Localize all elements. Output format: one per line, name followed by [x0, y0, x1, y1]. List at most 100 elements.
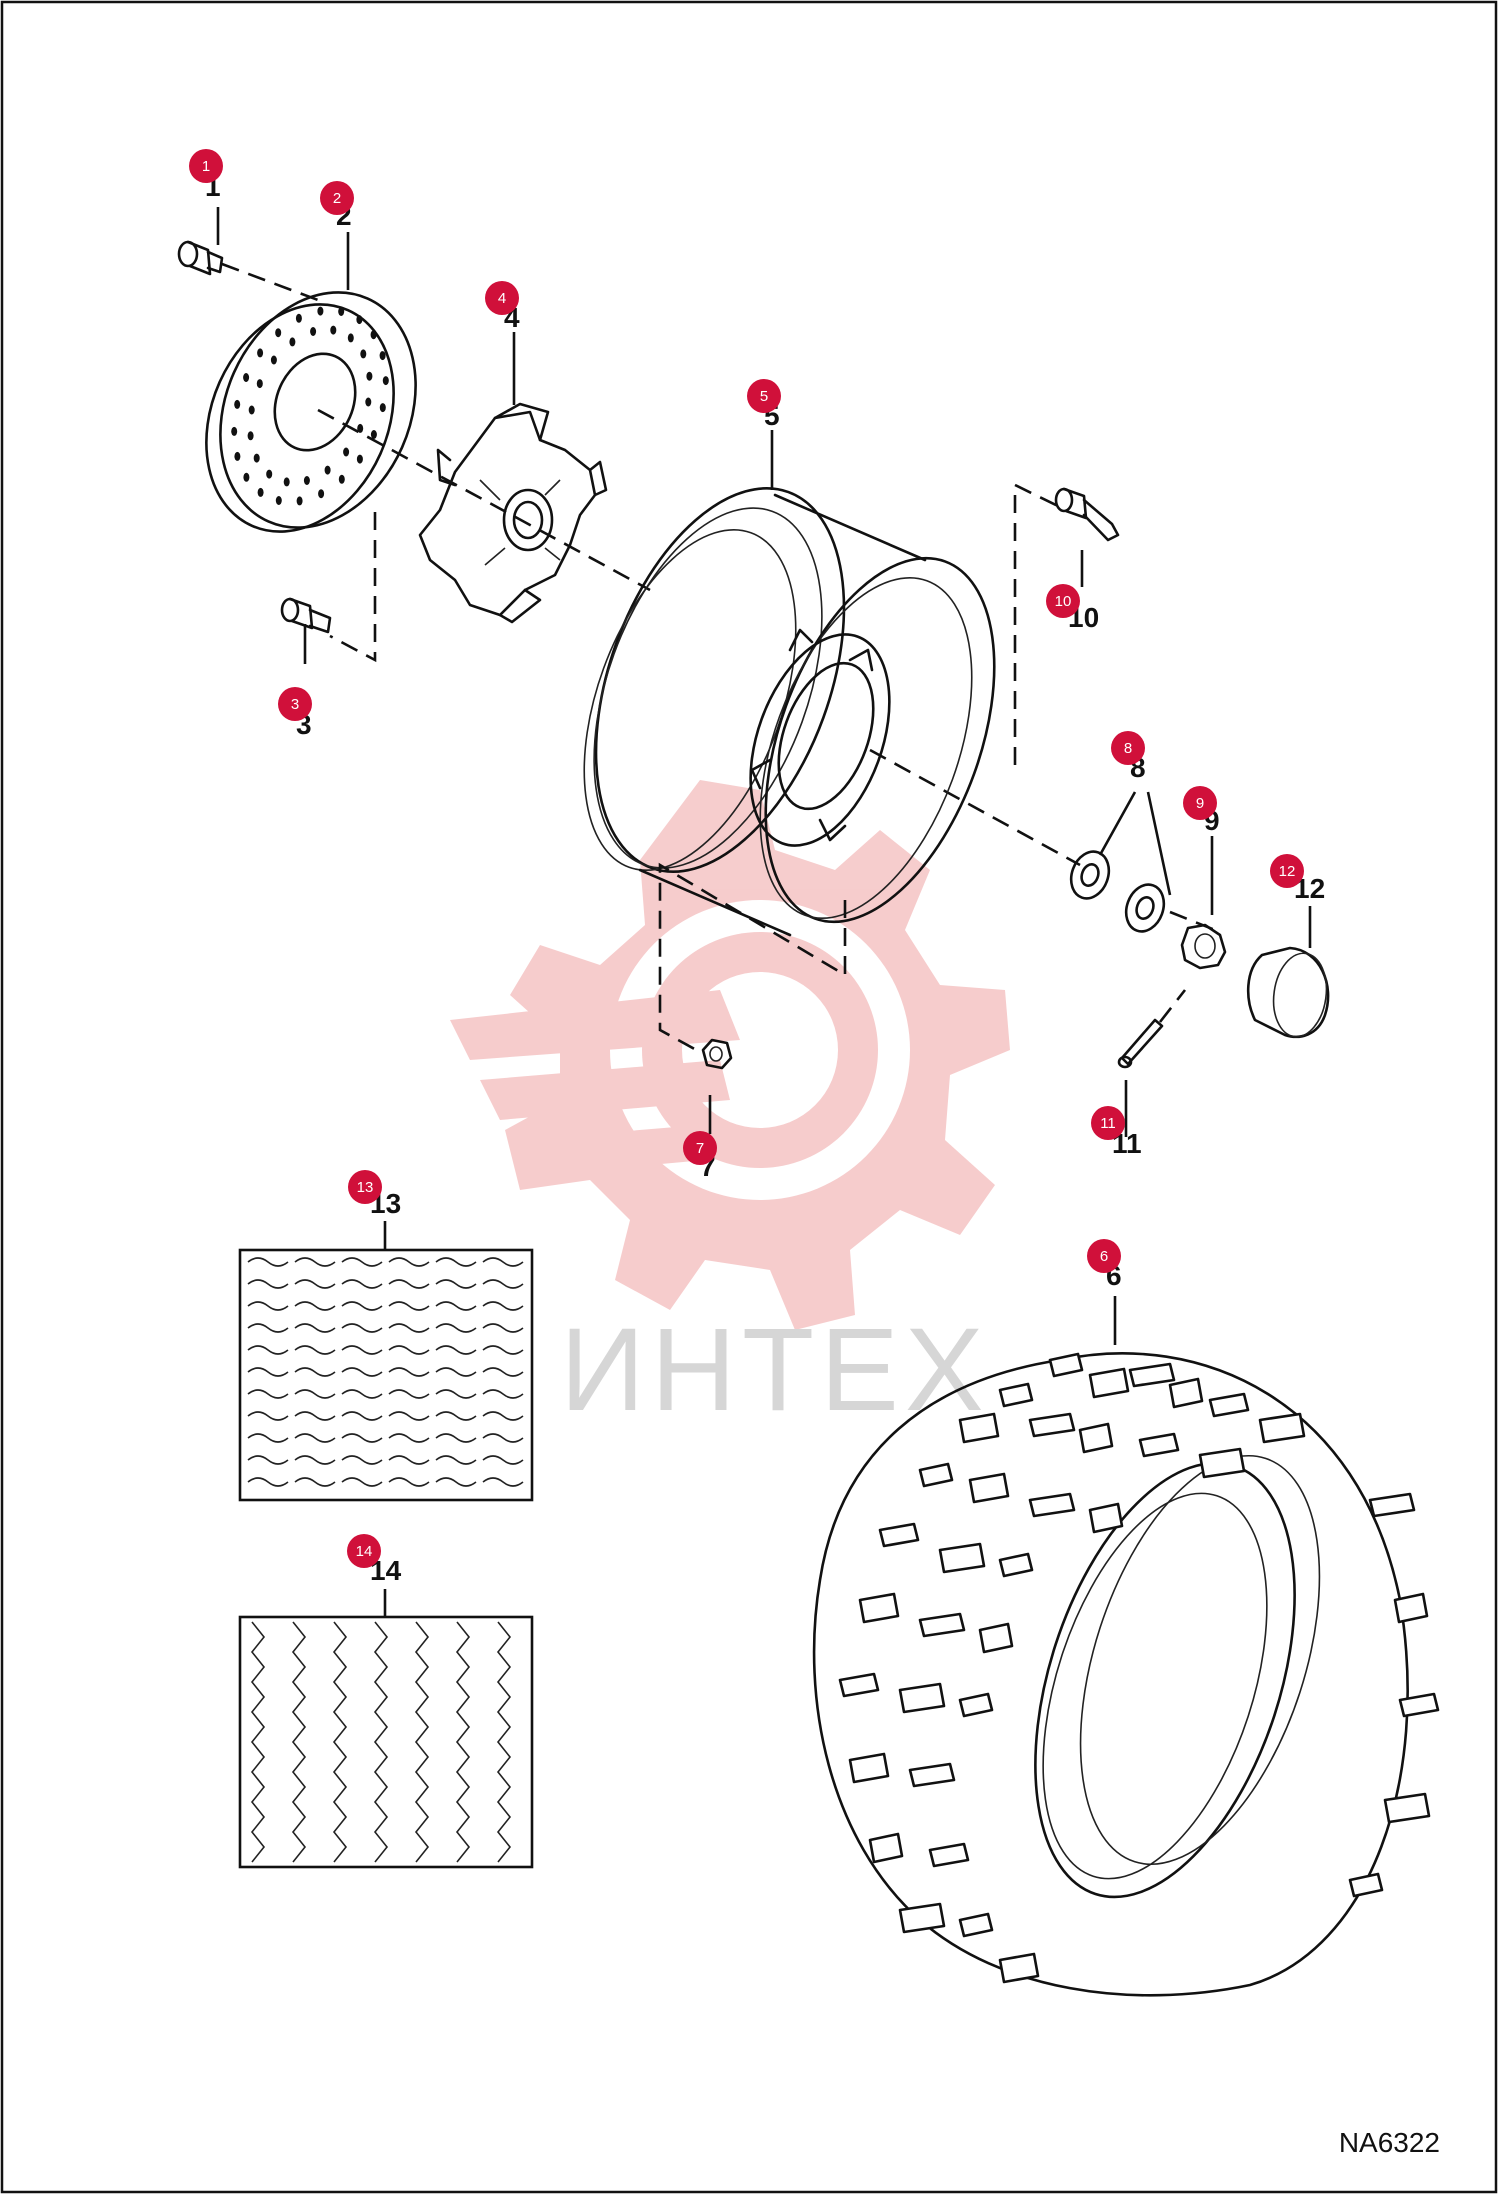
tread-mark	[435, 1455, 477, 1465]
tire-lug	[1128, 1362, 1176, 1388]
disc-hole	[275, 496, 282, 505]
callout-badge-text-10: 10	[1055, 593, 1072, 610]
tread-mark	[341, 1455, 383, 1465]
callout-badge-1	[189, 149, 223, 183]
callout-4[interactable]: 4 4	[485, 281, 520, 333]
callout-badge-text-9: 9	[1196, 795, 1204, 812]
tread-mark	[435, 1389, 477, 1399]
callout-13[interactable]: 13 13	[348, 1170, 401, 1219]
tread-mark	[388, 1433, 430, 1443]
disc-hole	[256, 379, 263, 389]
tire-lug	[918, 1612, 966, 1638]
part-8-washers	[1069, 850, 1166, 933]
tread-mark	[388, 1345, 430, 1355]
callout-12[interactable]: 12 12	[1270, 854, 1325, 904]
tire-lug	[1198, 1447, 1246, 1479]
callout-badge-text-4: 4	[498, 290, 506, 307]
disc-hole	[347, 333, 354, 343]
callout-3[interactable]: 3 3	[278, 687, 312, 740]
callout-badge-13	[348, 1170, 382, 1204]
tread-mark	[247, 1477, 289, 1487]
tread-mark	[341, 1323, 383, 1333]
disc-hole	[318, 489, 325, 499]
tread-mark	[388, 1455, 430, 1465]
callout-6[interactable]: 6 6	[1087, 1239, 1122, 1291]
tread-mark	[294, 1345, 336, 1355]
callout-14[interactable]: 14 14	[347, 1534, 402, 1586]
part-13-tread-pattern	[238, 1248, 534, 1502]
disc-hole	[310, 327, 317, 336]
callout-badge-11	[1091, 1106, 1125, 1140]
tread-mark	[388, 1411, 430, 1421]
callout-badge-14	[347, 1534, 381, 1568]
tire-lug	[898, 1902, 946, 1934]
disc-hole	[356, 315, 363, 325]
callout-badge-text-3: 3	[291, 696, 299, 713]
callout-11[interactable]: 11 11	[1091, 1106, 1142, 1159]
tire-lug	[878, 1522, 920, 1548]
callout-badge-5	[747, 379, 781, 413]
disc-hole	[289, 337, 296, 347]
tread-mark	[341, 1301, 383, 1311]
callout-badge-9	[1183, 786, 1217, 820]
callout-badge-6	[1087, 1239, 1121, 1273]
callout-badge-text-2: 2	[333, 190, 341, 207]
callout-badge-text-13: 13	[357, 1179, 374, 1196]
tread-mark	[482, 1257, 524, 1267]
disc-hole	[296, 496, 303, 506]
leader-lines	[216, 207, 1312, 1617]
callout-2[interactable]: 2 2	[320, 181, 354, 231]
tread-mark	[482, 1477, 524, 1487]
disc-hole	[243, 472, 250, 482]
tread-mark	[341, 1477, 383, 1487]
part-11-cotter-pin	[1117, 1018, 1164, 1069]
tire-lug	[1168, 1377, 1204, 1409]
disc-hole	[338, 474, 345, 484]
tread-mark	[388, 1367, 430, 1377]
tread-mark	[435, 1411, 477, 1421]
tread-mark	[294, 1367, 336, 1377]
part-4-wheel-hub	[418, 402, 608, 624]
tire-lug	[998, 1952, 1040, 1984]
tread-mark	[247, 1389, 289, 1399]
tread-mark	[341, 1257, 383, 1267]
disc-hole	[247, 431, 254, 441]
callout-10[interactable]: 10 10	[1046, 584, 1099, 633]
disc-hole	[303, 476, 310, 485]
part-9-castle-nut	[1180, 923, 1227, 970]
disc-hole	[257, 348, 264, 358]
disc-hole	[253, 453, 260, 463]
disc-hole	[234, 451, 241, 461]
tread-mark	[294, 1257, 336, 1267]
tire-lug	[868, 1832, 904, 1864]
tread-mark	[435, 1257, 477, 1267]
tread-mark	[247, 1257, 289, 1267]
tire-lug	[938, 1542, 986, 1574]
disc-hole	[266, 469, 273, 479]
tread-groove	[373, 1621, 389, 1863]
callout-badge-12	[1270, 854, 1304, 888]
callout-badge-text-1: 1	[202, 158, 210, 175]
callout-5[interactable]: 5 5	[747, 379, 781, 431]
tread-groove	[496, 1621, 512, 1863]
callout-1[interactable]: 1 1	[189, 149, 223, 202]
tread-mark	[247, 1279, 289, 1289]
axis-line-pin-11	[1158, 989, 1187, 1023]
tread-mark	[435, 1345, 477, 1355]
tread-mark	[247, 1323, 289, 1333]
callout-8[interactable]: 8 8	[1111, 731, 1146, 783]
tire-lug	[1028, 1492, 1076, 1518]
tire-lug	[1138, 1432, 1180, 1458]
watermark-text: ИНТЕХ	[560, 1304, 990, 1436]
tire-lug	[928, 1842, 970, 1868]
callout-9[interactable]: 9 9	[1183, 786, 1220, 836]
callout-7[interactable]: 7 7	[683, 1131, 717, 1182]
tread-mark	[247, 1455, 289, 1465]
tire-lug	[1028, 1412, 1076, 1438]
callout-badge-10	[1046, 584, 1080, 618]
callout-badge-text-14: 14	[356, 1543, 373, 1560]
tread-mark	[341, 1389, 383, 1399]
